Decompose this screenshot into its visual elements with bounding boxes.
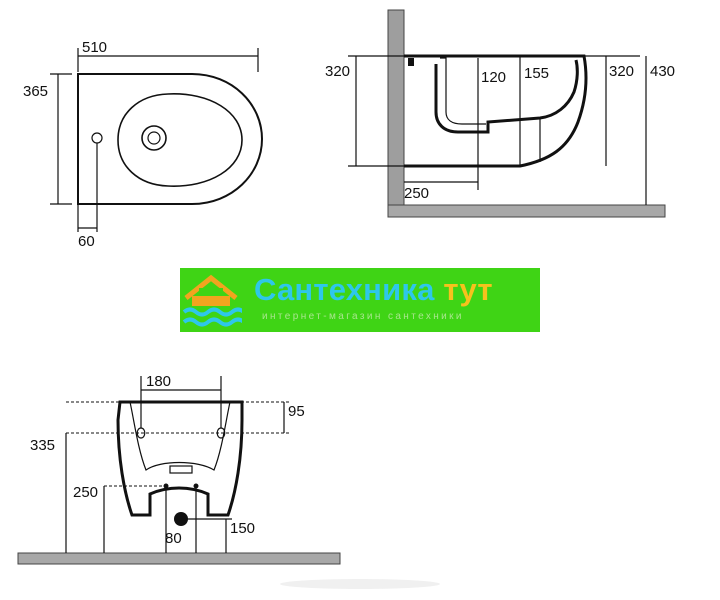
dim-bolt-spacing-180: 180 [146,373,171,390]
front-view: 180 95 335 250 80 150 [17,373,341,565]
dim-tap-offset-60: 60 [78,233,95,250]
dim-width-510: 510 [82,39,107,56]
house-with-waves-icon [182,274,242,327]
dim-155: 155 [524,65,549,82]
drain-outer [141,125,167,151]
dim-120: 120 [481,69,506,86]
store-banner[interactable]: Сантехника тут интернет-магазин сантехни… [180,268,540,332]
bidet-side-body [404,54,588,168]
side-floor [387,204,666,218]
dim-height-430: 430 [650,63,675,80]
banner-title: Сантехника тут [254,272,493,308]
dim-height-320-right: 320 [609,63,634,80]
dim-drain-250: 250 [404,185,429,202]
bidet-side-bowl [434,59,579,134]
side-view: 320 120 155 320 430 250 [325,9,675,218]
dim-bolt-height-95: 95 [288,403,305,420]
bowl-outline [117,93,243,187]
banner-title-accent: тут [443,272,493,307]
banner-subtitle: интернет-магазин сантехники [262,311,464,322]
bolt-left [136,427,146,439]
front-floor [17,552,341,565]
dim-total-335: 335 [30,437,55,454]
dim-height-320-left: 320 [325,63,350,80]
banner-title-main: Сантехника [254,272,435,307]
bolt-right [216,427,226,439]
bidet-front-body [116,400,244,517]
dim-drain-width-80: 80 [165,530,182,547]
dim-depth-365: 365 [23,83,48,100]
dim-drain-height-150: 150 [230,520,255,537]
dim-inlet-250: 250 [73,484,98,501]
drain-inner [147,131,161,145]
bidet-top-outline [77,73,264,205]
top-view: 510 365 60 [23,39,264,250]
wall [387,9,405,209]
